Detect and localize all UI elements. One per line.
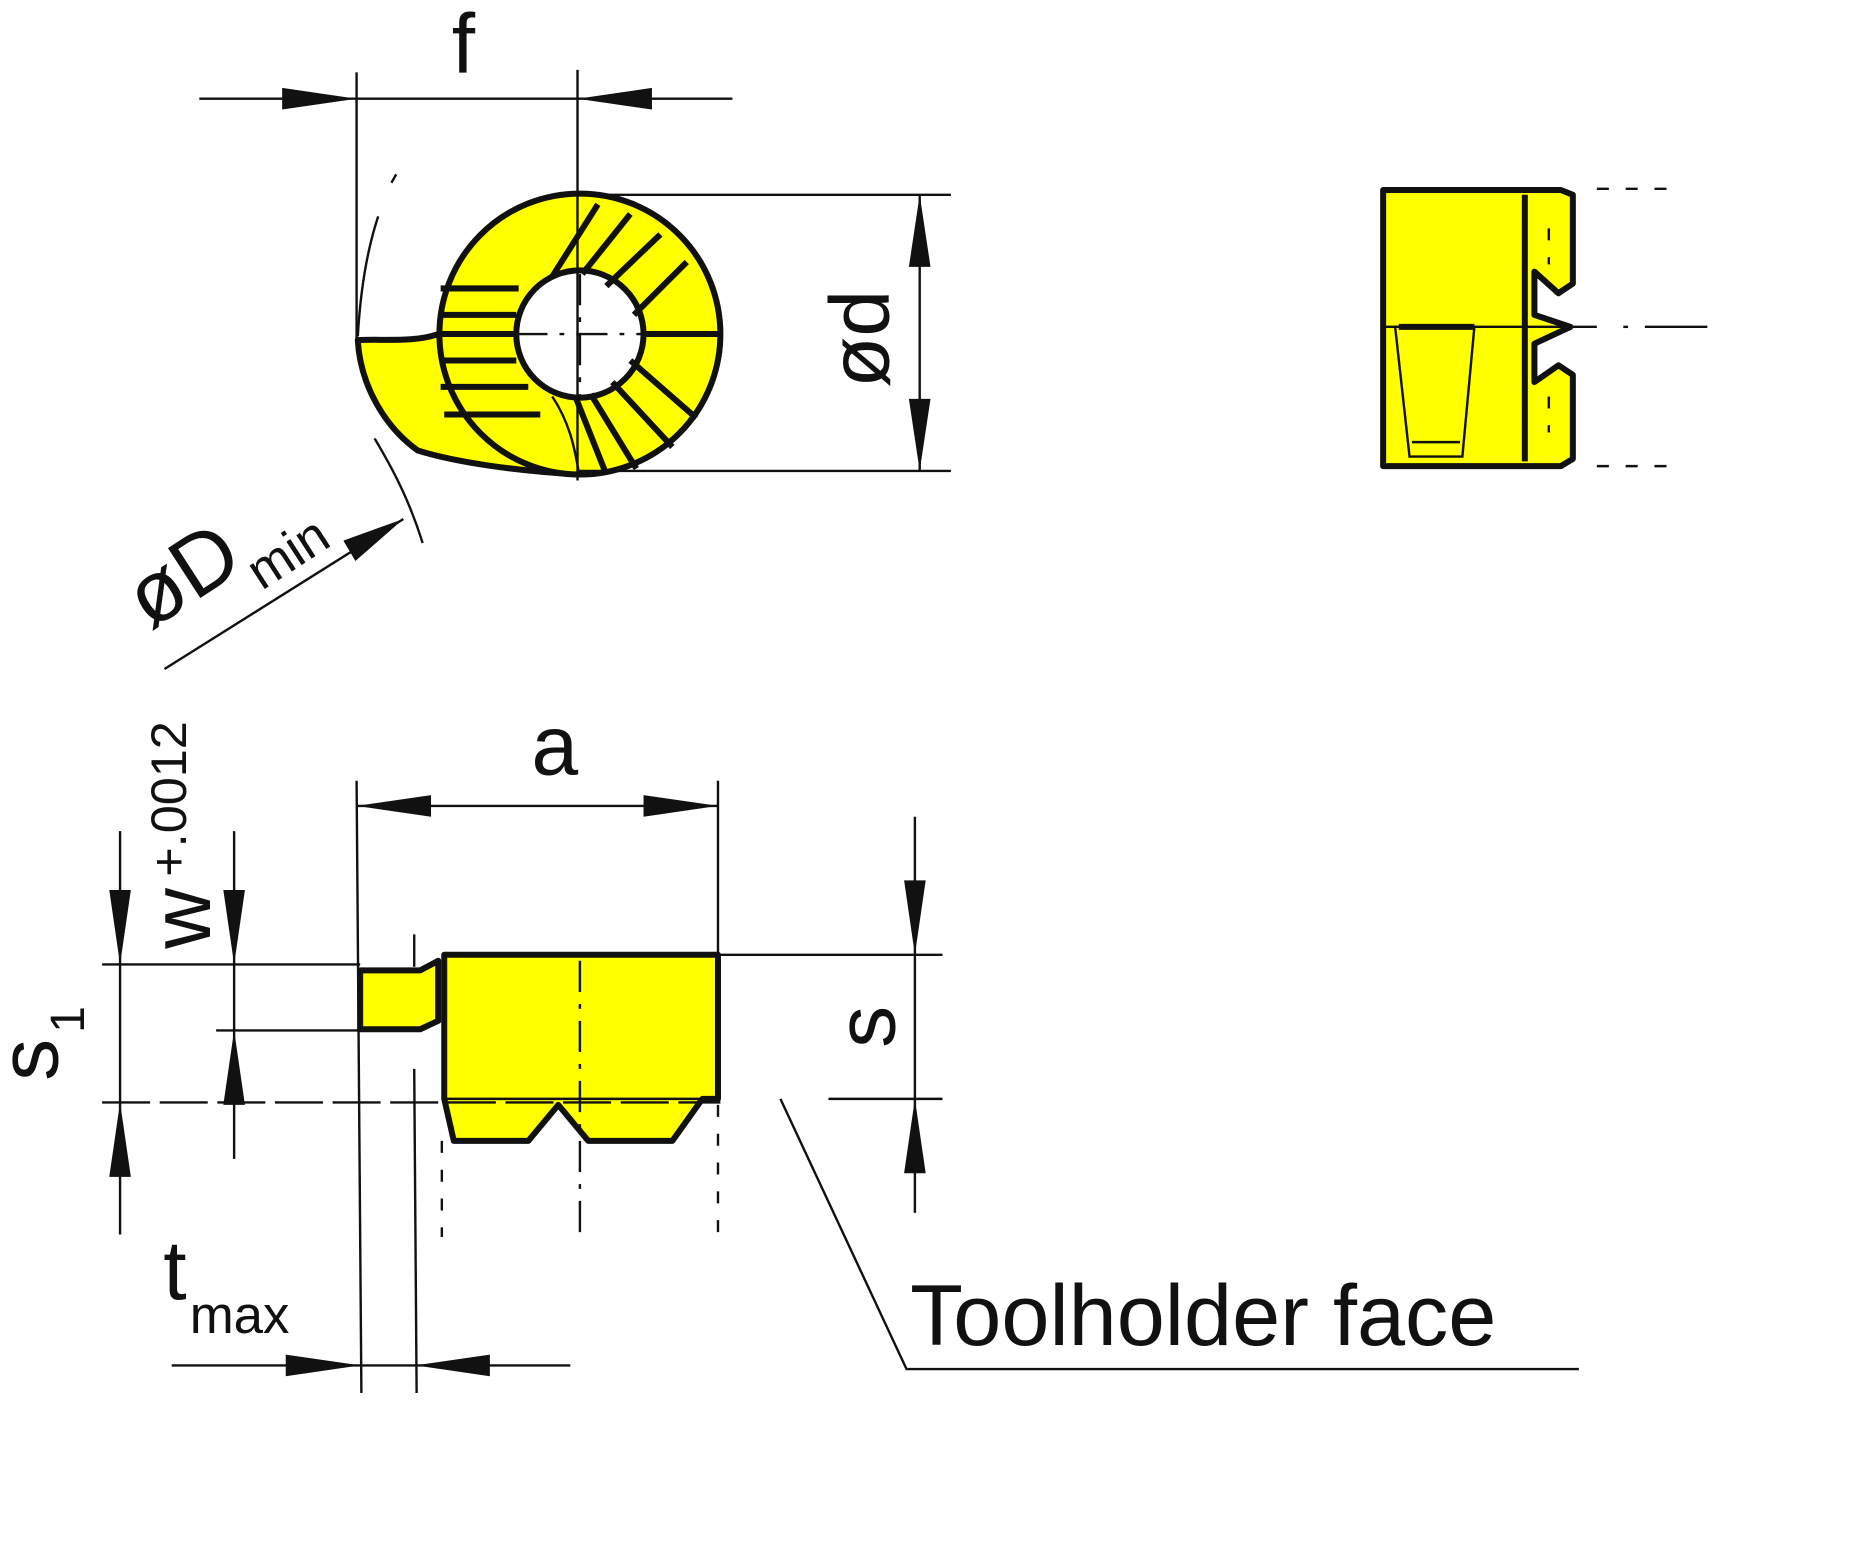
side-view	[1380, 186, 1708, 470]
top-view: f ød øD min	[108, 0, 951, 671]
label-s1-sub: 1	[42, 1006, 95, 1033]
insert-nub	[357, 957, 442, 1033]
label-w-tolerance: +.0012	[140, 721, 197, 877]
label-toolholder-face: Toolholder face	[910, 1268, 1496, 1364]
label-od: ød	[812, 290, 906, 388]
label-f: f	[452, 0, 476, 90]
label-t: t	[163, 1223, 186, 1317]
label-w: w	[134, 888, 228, 950]
hatching	[438, 202, 718, 476]
label-s1: s	[0, 1039, 76, 1081]
label-a: a	[531, 699, 578, 793]
front-view: a s w +.0012 s 1 t max Toolholder face	[0, 699, 1579, 1394]
label-s: s	[818, 1006, 912, 1048]
label-t-sub: max	[190, 1286, 290, 1345]
